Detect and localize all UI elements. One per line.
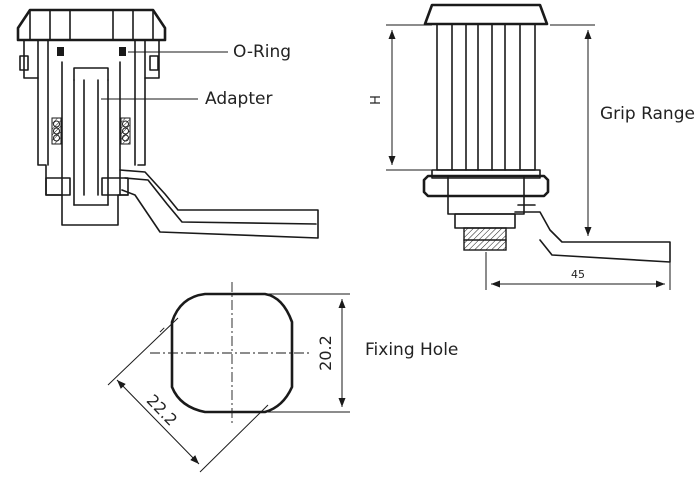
grip-range-label: Grip Range — [600, 104, 695, 124]
adapter-label: Adapter — [205, 89, 272, 109]
hole-diagonal-dimension-line — [116, 379, 200, 465]
hole-diagonal-label: 22.2 — [143, 391, 181, 430]
h-dimension-label: H — [369, 95, 384, 105]
diagonal-extension-upper — [107, 317, 179, 386]
o-ring-label: O-Ring — [233, 42, 291, 62]
fixing-hole-label: Fixing Hole — [365, 340, 458, 360]
section-view — [16, 8, 319, 239]
fixing-hole-axis-tick — [159, 325, 167, 333]
diagonal-extension-lower — [199, 404, 269, 473]
hole-width-label: 20.2 — [316, 335, 335, 371]
o-ring-left-mark — [57, 47, 64, 56]
fixing-hole-shape — [170, 292, 294, 414]
o-ring-right-mark — [119, 47, 126, 56]
length-dimension-label: 45 — [571, 268, 585, 281]
side-view — [422, 3, 671, 263]
